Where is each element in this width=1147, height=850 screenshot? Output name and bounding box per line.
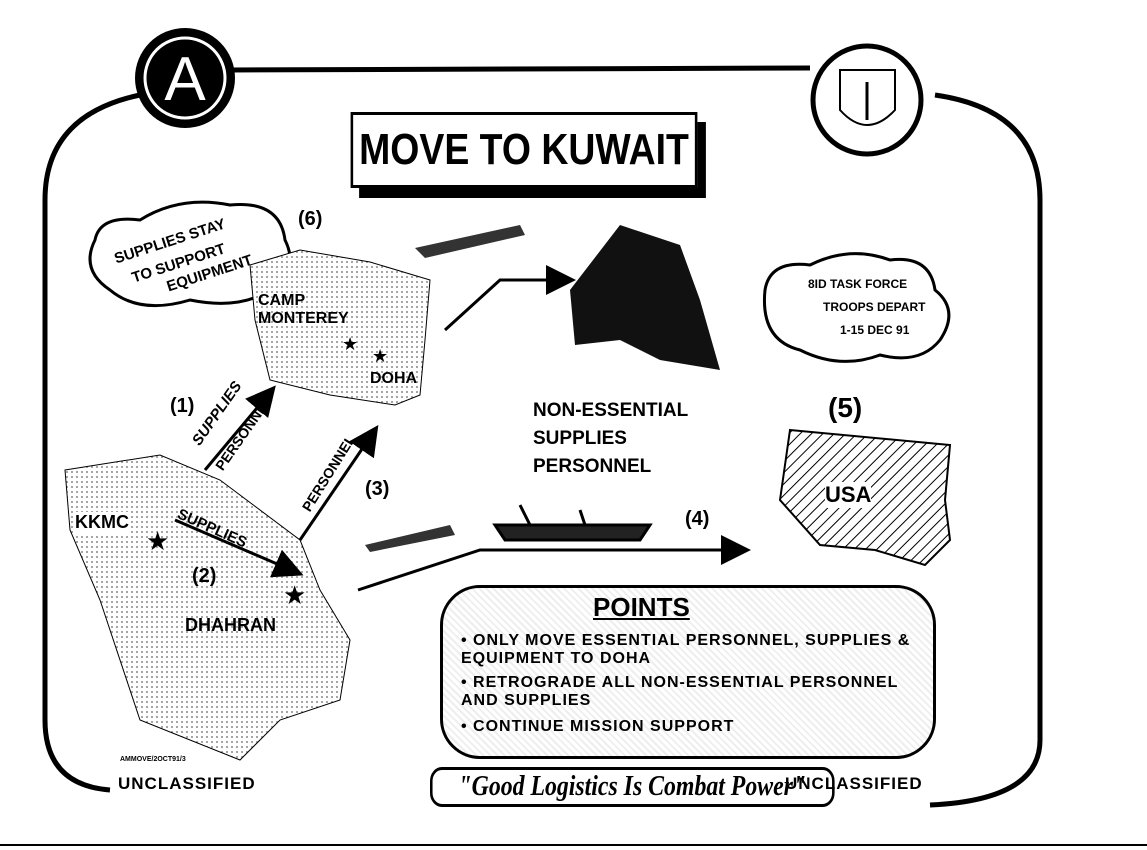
step-3: (3) xyxy=(365,478,390,500)
flow-arrows xyxy=(174,265,751,592)
point-item-1: • ONLY MOVE ESSENTIAL PERSONNEL, SUPPLIE… xyxy=(461,632,911,667)
army-logo: A xyxy=(135,28,235,128)
stars: ★ ★ ★ ★ xyxy=(146,334,388,610)
page-title: MOVE TO KUWAIT xyxy=(350,112,698,188)
label-camp: CAMP xyxy=(258,292,306,309)
svg-text:★: ★ xyxy=(283,580,306,610)
svg-text:★: ★ xyxy=(146,526,169,556)
kuwait-map xyxy=(249,249,431,406)
non-essential-line2: SUPPLIES xyxy=(533,428,627,449)
saudi-map xyxy=(64,454,351,761)
label-doha: DOHA xyxy=(370,370,418,387)
slide-code: AMMOVE/2OCT91/3 xyxy=(120,756,186,763)
svg-text:★: ★ xyxy=(342,334,358,354)
step-6: (6) xyxy=(298,208,323,230)
cloud-right-line3: 1-15 DEC 91 xyxy=(840,323,910,337)
point-item-2: • RETROGRADE ALL NON-ESSENTIAL PERSONNEL… xyxy=(461,674,899,709)
svg-text:A: A xyxy=(164,45,206,114)
cloud-right xyxy=(762,252,951,363)
label-dhahran: DHAHRAN xyxy=(185,615,276,635)
classification-left: UNCLASSIFIED xyxy=(118,774,256,793)
label-monterey: MONTEREY xyxy=(258,310,349,327)
step-4: (4) xyxy=(685,508,710,530)
classification-right: UNCLASSIFIED xyxy=(785,774,923,793)
support-command-seal xyxy=(810,43,924,157)
europe-map xyxy=(570,225,720,370)
points-heading: POINTS xyxy=(593,592,690,622)
svg-text:★: ★ xyxy=(372,346,388,366)
points-box: POINTS • ONLY MOVE ESSENTIAL PERSONNEL, … xyxy=(440,585,936,759)
point-item-3: • CONTINUE MISSION SUPPORT xyxy=(461,718,735,735)
cloud-right-line2: TROOPS DEPART xyxy=(823,300,926,314)
label-usa: USA xyxy=(825,482,872,508)
label-kkmc: KKMC xyxy=(75,512,129,533)
step-1: (1) xyxy=(170,395,195,417)
ship xyxy=(492,504,653,542)
motto: "Good Logistics Is Combat Power" xyxy=(430,767,835,807)
aircraft xyxy=(365,225,525,552)
non-essential-line1: NON-ESSENTIAL xyxy=(533,400,689,421)
slide-frame xyxy=(42,65,1043,808)
step-2: (2) xyxy=(192,565,217,587)
step-5: (5) xyxy=(828,392,863,423)
non-essential-line3: PERSONNEL xyxy=(533,456,652,477)
cloud-right-line1: 8ID TASK FORCE xyxy=(808,277,908,291)
